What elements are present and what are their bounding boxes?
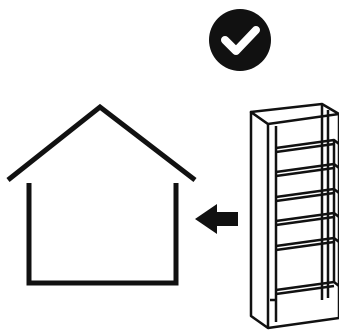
- house-outline-icon: [8, 107, 195, 283]
- check-circle-icon: [209, 9, 271, 71]
- arrow-left-icon: [195, 204, 238, 234]
- bookcase-icon: [251, 104, 339, 328]
